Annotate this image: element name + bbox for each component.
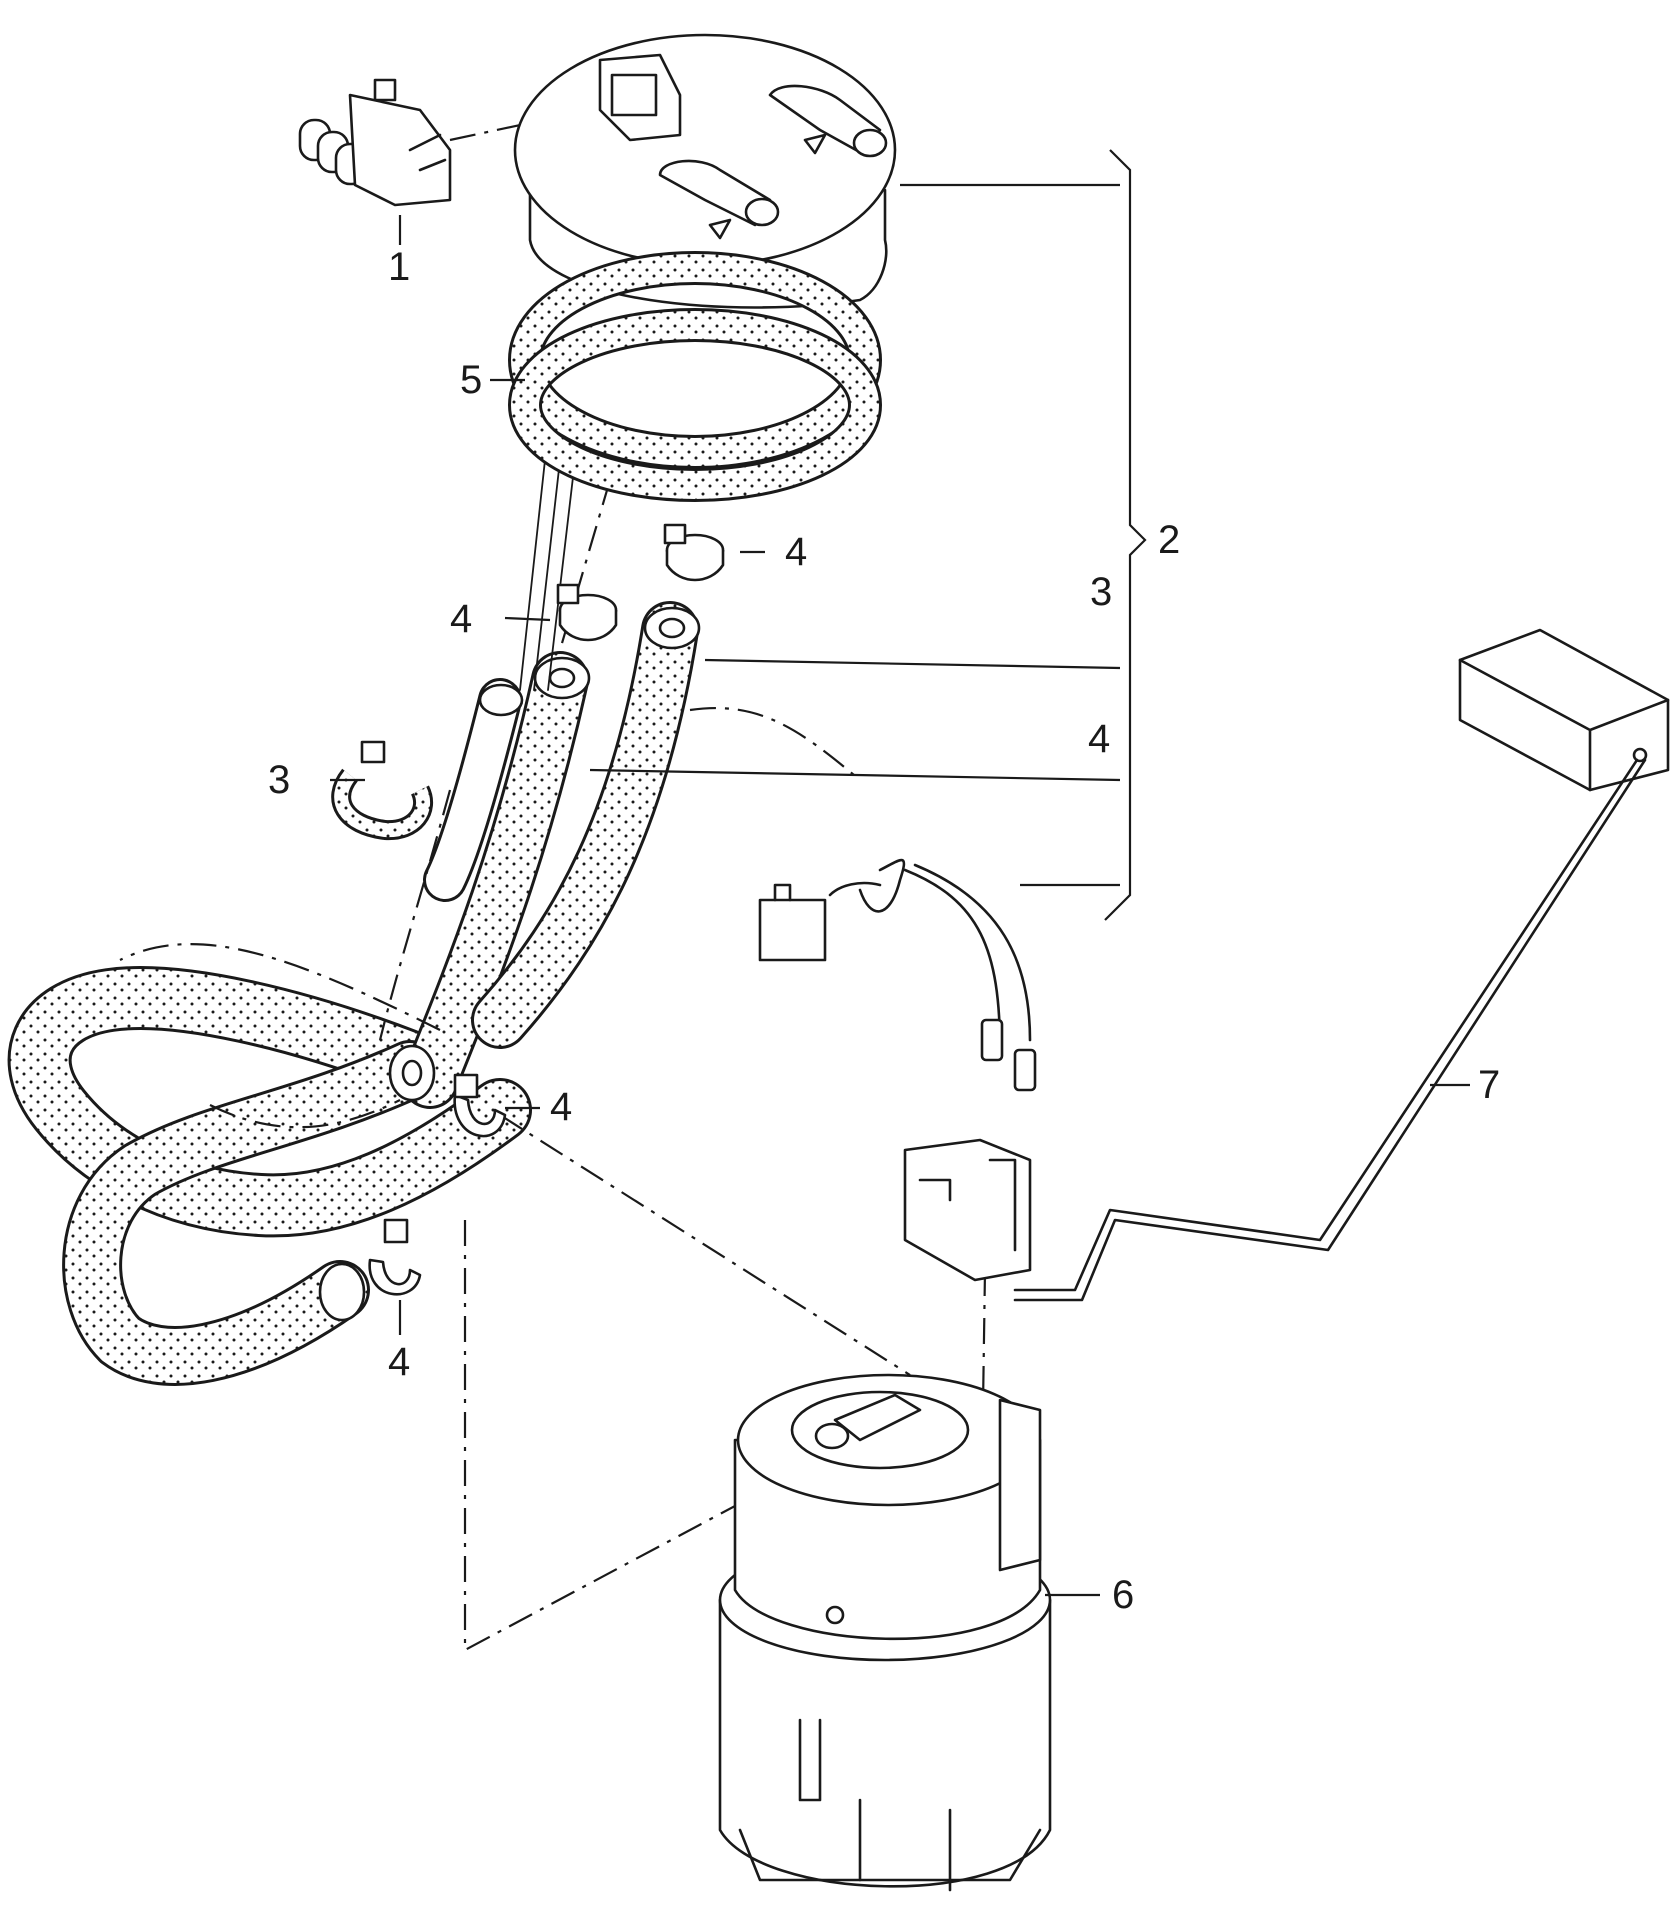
callout-3-right: 3 bbox=[1090, 570, 1112, 614]
callout-6: 6 bbox=[1112, 1573, 1134, 1617]
callout-4-bottom: 4 bbox=[388, 1340, 410, 1384]
callout-4-left: 4 bbox=[450, 597, 472, 641]
wiring-harness bbox=[758, 858, 1037, 1092]
hose-clamp bbox=[453, 1073, 507, 1138]
hose-end bbox=[318, 1262, 366, 1322]
fuel-level-sender bbox=[903, 628, 1670, 1302]
callout-7: 7 bbox=[1478, 1063, 1500, 1107]
fuel-pump-module bbox=[718, 1373, 1052, 1892]
callout-5: 5 bbox=[460, 358, 482, 402]
callout-labels: 1 5 4 4 2 3 4 3 4 4 6 7 bbox=[268, 245, 1500, 1617]
callout-1: 1 bbox=[388, 245, 410, 289]
callout-3-clamp: 3 bbox=[268, 758, 290, 802]
hose-clamp bbox=[663, 523, 725, 582]
seal-ring bbox=[508, 251, 882, 502]
callout-4-mid: 4 bbox=[550, 1085, 572, 1129]
callout-2: 2 bbox=[1158, 518, 1180, 562]
callout-leaders bbox=[330, 149, 1470, 1597]
hose-assembly bbox=[7, 601, 701, 1386]
open-clamp bbox=[331, 740, 434, 841]
hose-clamp bbox=[368, 1218, 422, 1296]
callout-4-right: 4 bbox=[1088, 717, 1110, 761]
smooth-hose bbox=[423, 459, 576, 902]
connector-plug bbox=[298, 78, 452, 207]
hose-clamp bbox=[556, 583, 618, 642]
callout-4-top: 4 bbox=[785, 530, 807, 574]
